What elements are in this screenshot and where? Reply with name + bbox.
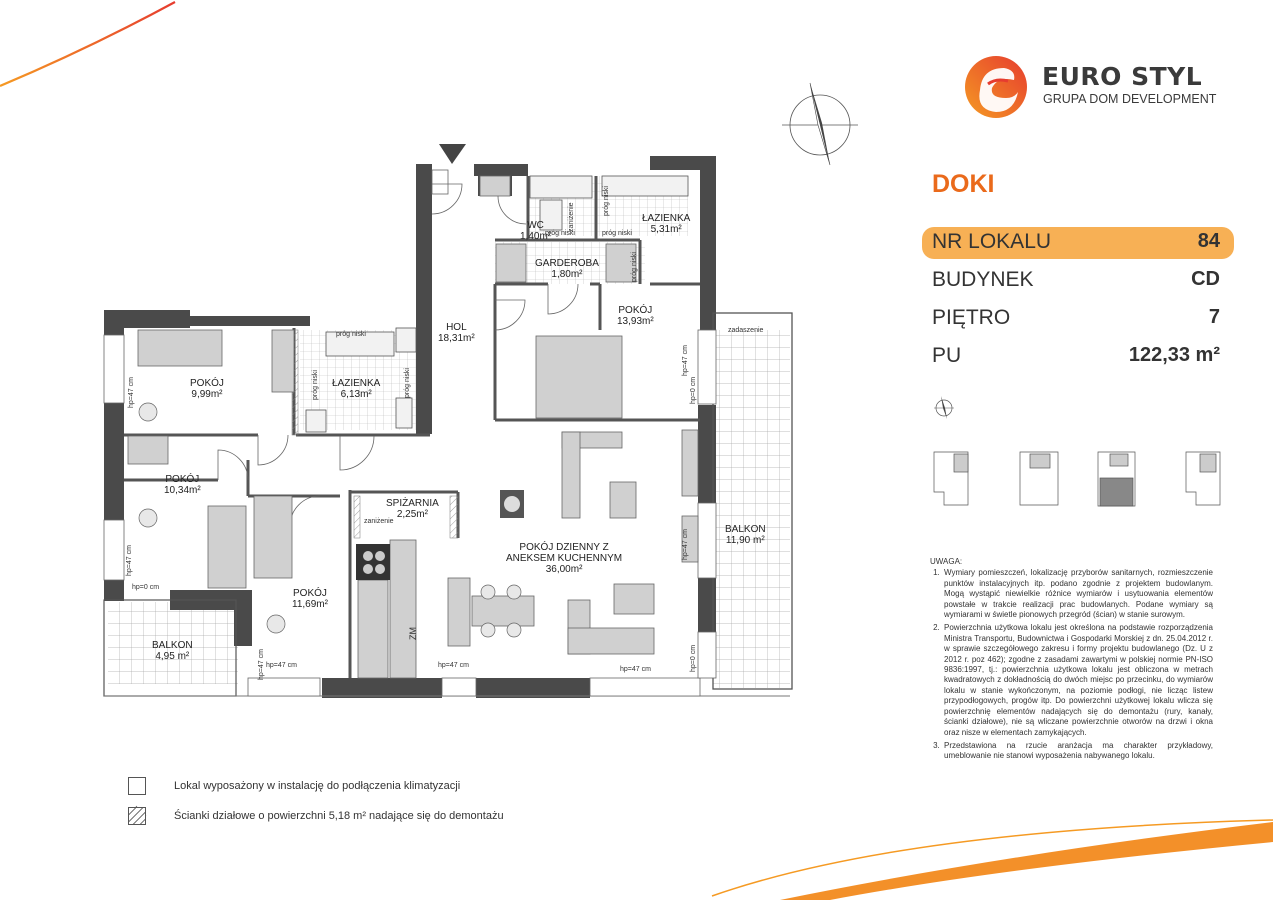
annotation-sill-height: hp=47 cm [266,662,297,669]
annotation-low-threshold: próg niski [603,186,610,216]
info-key: PIĘTRO [932,306,1011,329]
small-compass-icon [934,396,954,419]
entrance-arrow [439,144,466,164]
climate-icon [128,777,146,795]
notes-list: Wymiary pomieszczeń, lokalizację przybor… [930,568,1213,761]
annotation-sill-height: hp=47 cm [126,545,133,576]
euro-styl-logo-icon [965,56,1027,118]
bottom-swoosh-thick [780,822,1273,900]
annotation-sill-height: hp=47 cm [682,529,689,560]
annotation-low-threshold: próg niski [545,230,575,237]
building-key-plan [933,451,1221,507]
info-value: 122,33 m² [1128,344,1220,366]
note-item: Przedstawiona na rzucie aranżacja ma cha… [942,741,1213,762]
info-value: 84 [1197,230,1220,252]
info-key: NR LOKALU [932,230,1052,253]
info-value: 7 [1208,306,1220,328]
legend-text: Ścianki działowe o powierzchni 5,18 m² n… [174,810,504,822]
annotation-low-threshold: próg niski [602,230,632,237]
annotation-sill-height: hp=47 cm [128,377,135,408]
annotation-sill-height: hp=47 cm [258,649,265,680]
annotation-sill-height: hp=47 cm [682,345,689,376]
annotation-low-threshold: próg niski [404,368,411,398]
annotation-sill-height: hp=47 cm [620,666,651,673]
annotation-lowering: zaniżenie [568,202,575,232]
compass-icon [782,82,858,166]
annotation-low-threshold: próg niski [336,331,366,338]
top-left-swoosh [0,1,176,88]
annotation-low-threshold: próg niski [312,370,319,400]
info-row-unit-number: NR LOKALU 84 [922,227,1234,259]
annotation-low-threshold: próg niski [631,252,638,282]
annotation-sill-height: hp=0 cm [132,584,160,591]
brand-name: EURO STYL [1042,62,1203,91]
info-row-building: BUDYNEK CD [922,265,1234,297]
annotation-lowering: zaniżenie [364,518,394,525]
brand-subtitle: GRUPA DOM DEVELOPMENT [1043,92,1217,106]
info-row-area: PU 122,33 m² [922,341,1234,373]
info-key: BUDYNEK [932,268,1034,291]
annotation-sill-height: hp=47 cm [438,662,469,669]
bottom-swoosh-thin [711,819,1273,897]
note-item: Powierzchnia użytkowa lokalu jest określ… [942,623,1213,737]
info-key: PU [932,344,962,367]
annotation-sill-height: hp=0 cm [690,644,697,672]
notes-title: UWAGA: [930,557,963,566]
project-name: DOKI [932,170,995,198]
notes-block: UWAGA: Wymiary pomieszczeń, lokalizację … [930,557,1213,765]
annotation-washing-machine: ZM [408,627,418,640]
hatch-icon [128,807,146,825]
info-value: CD [1191,268,1220,290]
info-row-floor: PIĘTRO 7 [922,303,1234,335]
legend-text: Lokal wyposażony w instalację do podłącz… [174,780,461,792]
annotation-sill-height: hp=0 cm [690,376,697,404]
annotation-canopy: zadaszenie [728,327,764,334]
note-item: Wymiary pomieszczeń, lokalizację przybor… [942,568,1213,620]
